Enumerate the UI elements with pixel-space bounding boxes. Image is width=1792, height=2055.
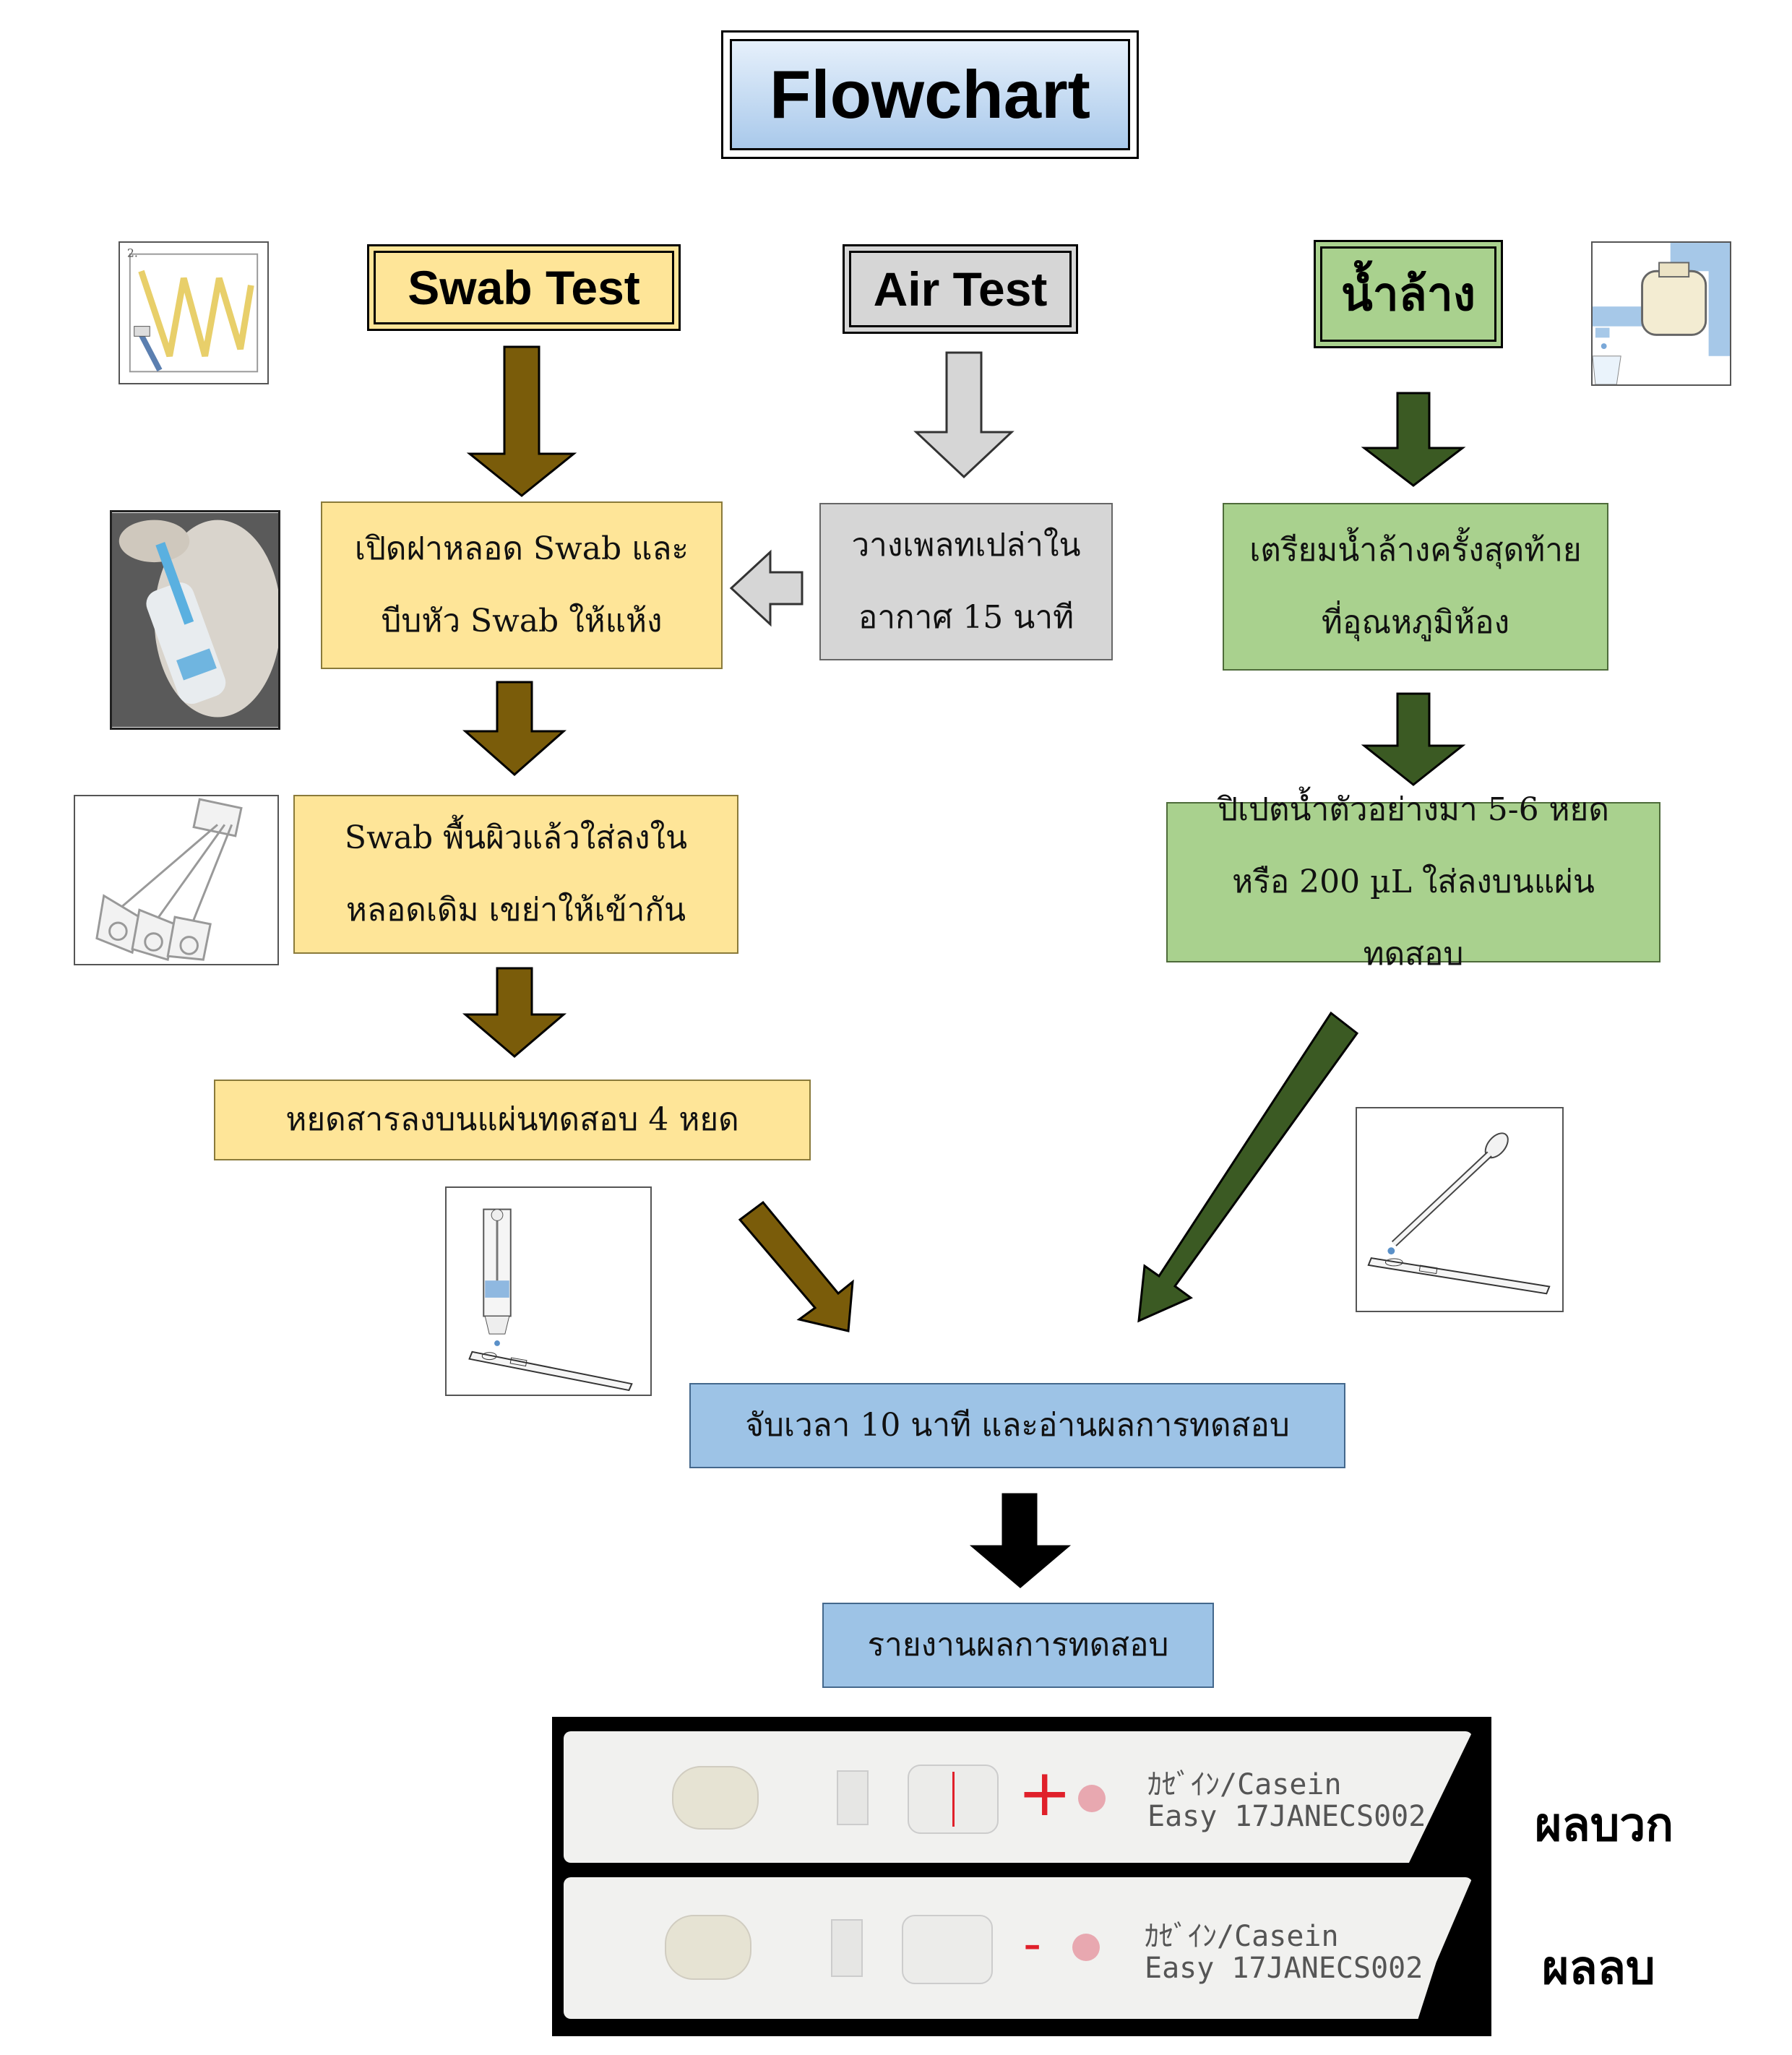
air-arrow-left: [729, 549, 804, 627]
positive-strip: + ｶｾﾞｲﾝ/Casein Easy 17JANECS002: [564, 1731, 1473, 1863]
air-test-header: Air Test: [843, 244, 1078, 334]
swab-arrow-1: [466, 345, 577, 497]
strip-1-label-2: Easy 17JANECS002: [1147, 1800, 1426, 1833]
pipette-icon: [1356, 1107, 1564, 1312]
swab-step-1: เปิดฝาหลอด Swab และบีบหัว Swab ให้แห้ง: [321, 501, 723, 669]
negative-strip: - ｶｾﾞｲﾝ/Casein Easy 17JANECS002: [564, 1877, 1473, 2019]
rinse-arrow-diagonal: [1137, 1011, 1359, 1323]
positive-sign: +: [1017, 1755, 1072, 1831]
positive-test-line: [952, 1772, 955, 1827]
read-result-step: จับเวลา 10 นาที และอ่านผลการทดสอบ: [689, 1383, 1345, 1468]
report-result-step: รายงานผลการทดสอบ: [822, 1603, 1214, 1688]
rinse-arrow-1: [1361, 392, 1466, 487]
positive-result-label: ผลบวก: [1535, 1798, 1674, 1852]
final-arrow: [969, 1493, 1072, 1588]
strip-1-label-1: ｶｾﾞｲﾝ/Casein: [1147, 1768, 1342, 1801]
rinse-step-2: ปิเปตน้ำตัวอย่างมา 5-6 หยด หรือ 200 µL ใ…: [1166, 791, 1660, 973]
swab-arrow-2: [462, 681, 567, 777]
page-title: Flowchart: [730, 39, 1130, 150]
dropper-tube-icon: [445, 1186, 652, 1396]
swab-step-2: Swab พื้นผิวแล้วใส่ลงในหลอดเดิม เขย่าให้…: [293, 795, 738, 954]
swab-tube-photo: [110, 510, 280, 730]
faucet-icon: [1591, 241, 1731, 386]
swab-step-3: หยดสารลงบนแผ่นทดสอบ 4 หยด: [214, 1080, 811, 1160]
swab-test-header: Swab Test: [367, 244, 681, 331]
air-step-1: วางเพลทเปล่าในอากาศ 15 นาที: [819, 503, 1113, 660]
zigzag-swab-icon: 2.: [119, 241, 269, 384]
swab-arrow-diagonal: [738, 1200, 854, 1332]
svg-text:2.: 2.: [127, 246, 138, 260]
test-strips-photo: + ｶｾﾞｲﾝ/Casein Easy 17JANECS002 - ｶｾﾞｲﾝ/…: [552, 1717, 1491, 2036]
swab-arrow-3: [462, 967, 567, 1058]
negative-result-label: ผลลบ: [1542, 1942, 1655, 1995]
strip-2-label-1: ｶｾﾞｲﾝ/Casein: [1145, 1920, 1339, 1953]
rinse-arrow-2: [1361, 692, 1466, 786]
rinse-step-1: เตรียมน้ำล้างครั้งสุดท้ายที่อุณหภูมิห้อง: [1223, 503, 1608, 671]
strip-2-label-2: Easy 17JANECS002: [1145, 1952, 1423, 1985]
air-arrow-down: [913, 351, 1015, 479]
rinse-water-header: น้ำล้าง: [1314, 240, 1503, 348]
negative-sign: -: [1023, 1914, 1042, 1973]
swab-tubes-icon: [74, 795, 279, 965]
